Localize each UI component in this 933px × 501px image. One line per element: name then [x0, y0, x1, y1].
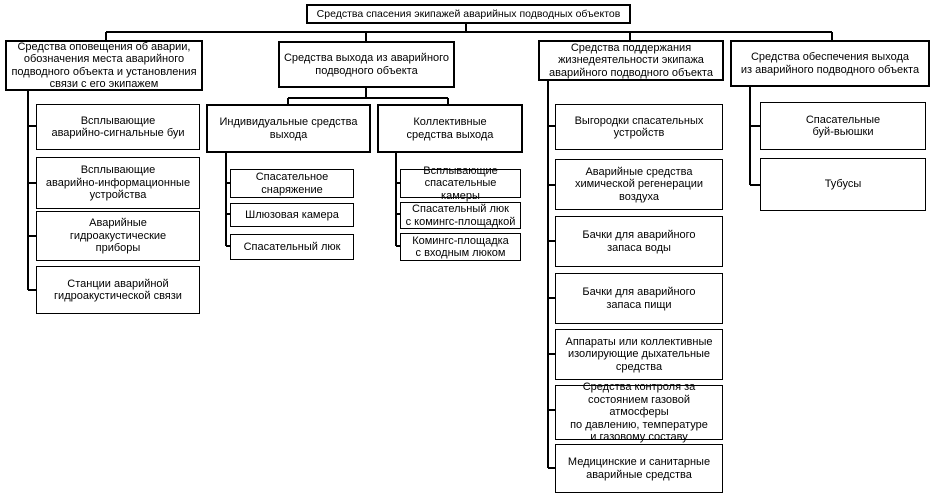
col3-item-chem-regeneration: Аварийные средства химической регенераци… [555, 159, 723, 210]
col3-item-breathing-apparatus: Аппараты или коллективные изолирующие ды… [555, 329, 723, 380]
col1-item-acoustic-stations: Станции аварийной гидроакустической связ… [36, 266, 200, 314]
root-title: Средства спасения экипажей аварийных под… [306, 4, 631, 24]
col4-item-buoy-reels: Спасательные буй-вьюшки [760, 102, 926, 150]
col3-title: Средства поддержания жизнедеятельности э… [538, 40, 724, 81]
col2-title: Средства выхода из аварийного подводного… [278, 41, 455, 88]
collective-item-rescue-chambers: Всплывающие спасательные камеры [400, 165, 521, 202]
individual-item-rescue-hatch: Спасательный люк [230, 234, 354, 260]
col4-title: Средства обеспечения выхода из аварийног… [730, 40, 930, 87]
col3-item-water-tanks: Бачки для аварийного запаса воды [555, 216, 723, 267]
col1-title: Средства оповещения об аварии, обозначен… [5, 40, 203, 91]
col1-item-signal-buoys: Всплывающие аварийно-сигнальные буи [36, 104, 200, 150]
individual-item-rescue-gear: Спасательное снаряжение [230, 169, 354, 198]
collective-item-platform-hatch: Комингс-площадка с входным люком [400, 233, 521, 261]
group-collective-title: Коллективные средства выхода [377, 104, 523, 153]
group-individual-title: Индивидуальные средства выхода [206, 104, 371, 153]
col3-item-food-tanks: Бачки для аварийного запаса пищи [555, 273, 723, 324]
collective-item-hatch-platform: Спасательный люк с комингс-площадкой [400, 202, 521, 229]
individual-item-lock-chamber: Шлюзовая камера [230, 203, 354, 227]
col3-item-gas-monitoring: Средства контроля за состоянием газовой … [555, 381, 723, 443]
col1-item-acoustic-devices: Аварийные гидроакустические приборы [36, 211, 200, 261]
col3-item-medical: Медицинские и санитарные аварийные средс… [555, 444, 723, 493]
col4-item-tubes: Тубусы [760, 158, 926, 211]
col1-item-info-devices: Всплывающие аварийно-информационные устр… [36, 157, 200, 209]
col3-item-enclosures: Выгородки спасательных устройств [555, 104, 723, 150]
